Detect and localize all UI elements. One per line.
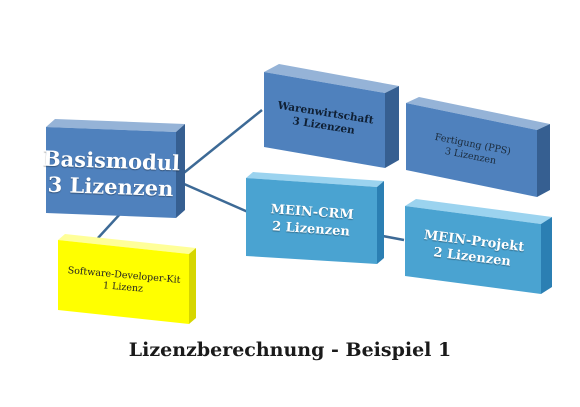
node-basismodul <box>46 119 185 218</box>
mein-crm-label: MEIN-CRM 2 Lizenzen <box>243 179 379 265</box>
sdk-licenses: 1 Lizenz <box>102 280 144 295</box>
node-mein-crm <box>246 172 384 264</box>
edge-basismodul-sdk <box>97 213 121 239</box>
node-mein-projekt <box>405 199 552 294</box>
node-fertigung <box>406 97 550 197</box>
diagram-caption: Lizenzberechnung - Beispiel 1 <box>128 339 452 361</box>
edge-basismodul-mein-crm <box>174 178 249 214</box>
edge-basismodul-warenwirtschaft <box>174 109 263 181</box>
basismodul-label: Basismodul 3 Lizenzen <box>43 130 181 218</box>
node-sdk <box>58 234 196 324</box>
node-warenwirtschaft <box>264 64 399 168</box>
basismodul-licenses: 3 Lizenzen <box>47 171 174 202</box>
sdk-label: Software-Developer-Kit 1 Lizenz <box>55 241 192 322</box>
